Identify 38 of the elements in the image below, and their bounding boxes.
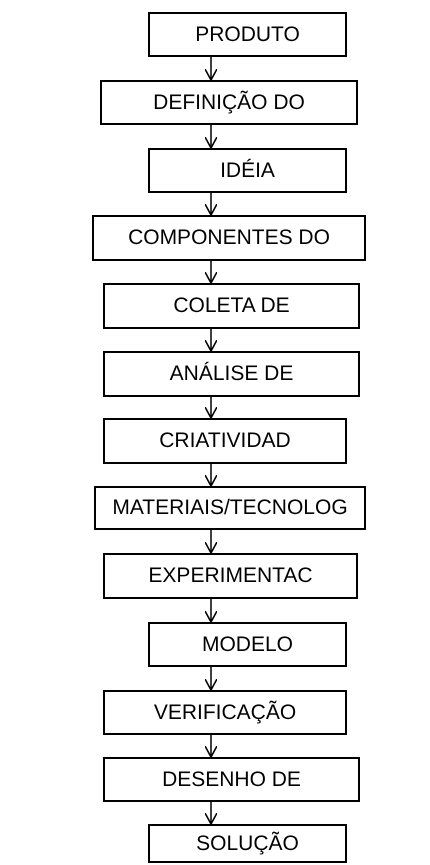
step-label: EXPERIMENTAC [148,564,313,588]
arrow [204,193,218,216]
arrow [204,261,218,284]
arrow [204,397,218,419]
step-label: SOLUÇÃO [196,832,299,856]
process-box [103,553,358,599]
process-box [100,80,358,125]
process-box [103,351,360,397]
step-label: COLETA DE [173,294,290,318]
step-label: COMPONENTES DO [128,226,330,250]
step-label: DEFINIÇÃO DO [153,90,305,114]
process-box [148,12,347,57]
step-label: CRIATIVIDAD [159,429,291,453]
step-label: IDÉIA [220,158,275,182]
step-label: MODELO [202,632,293,656]
arrow [204,125,218,149]
arrow [204,57,218,81]
process-box [103,283,360,329]
process-box [103,690,347,735]
step-label: PRODUTO [195,22,300,46]
arrow [204,802,218,825]
arrow [204,599,218,623]
arrow [204,667,218,691]
arrow [204,735,218,758]
process-box [103,418,347,464]
process-box [148,148,347,193]
arrow [204,329,218,352]
process-box [103,757,360,802]
process-box [94,486,366,530]
step-label: MATERIAIS/TECNOLOG [112,496,348,520]
process-box [148,824,347,863]
arrow [204,530,218,554]
step-label: VERIFICAÇÃO [154,700,296,724]
arrow [204,464,218,487]
process-box [92,215,366,261]
step-label: DESENHO DE [162,768,301,792]
step-label: ANÁLISE DE [170,362,294,386]
process-box [148,622,347,667]
